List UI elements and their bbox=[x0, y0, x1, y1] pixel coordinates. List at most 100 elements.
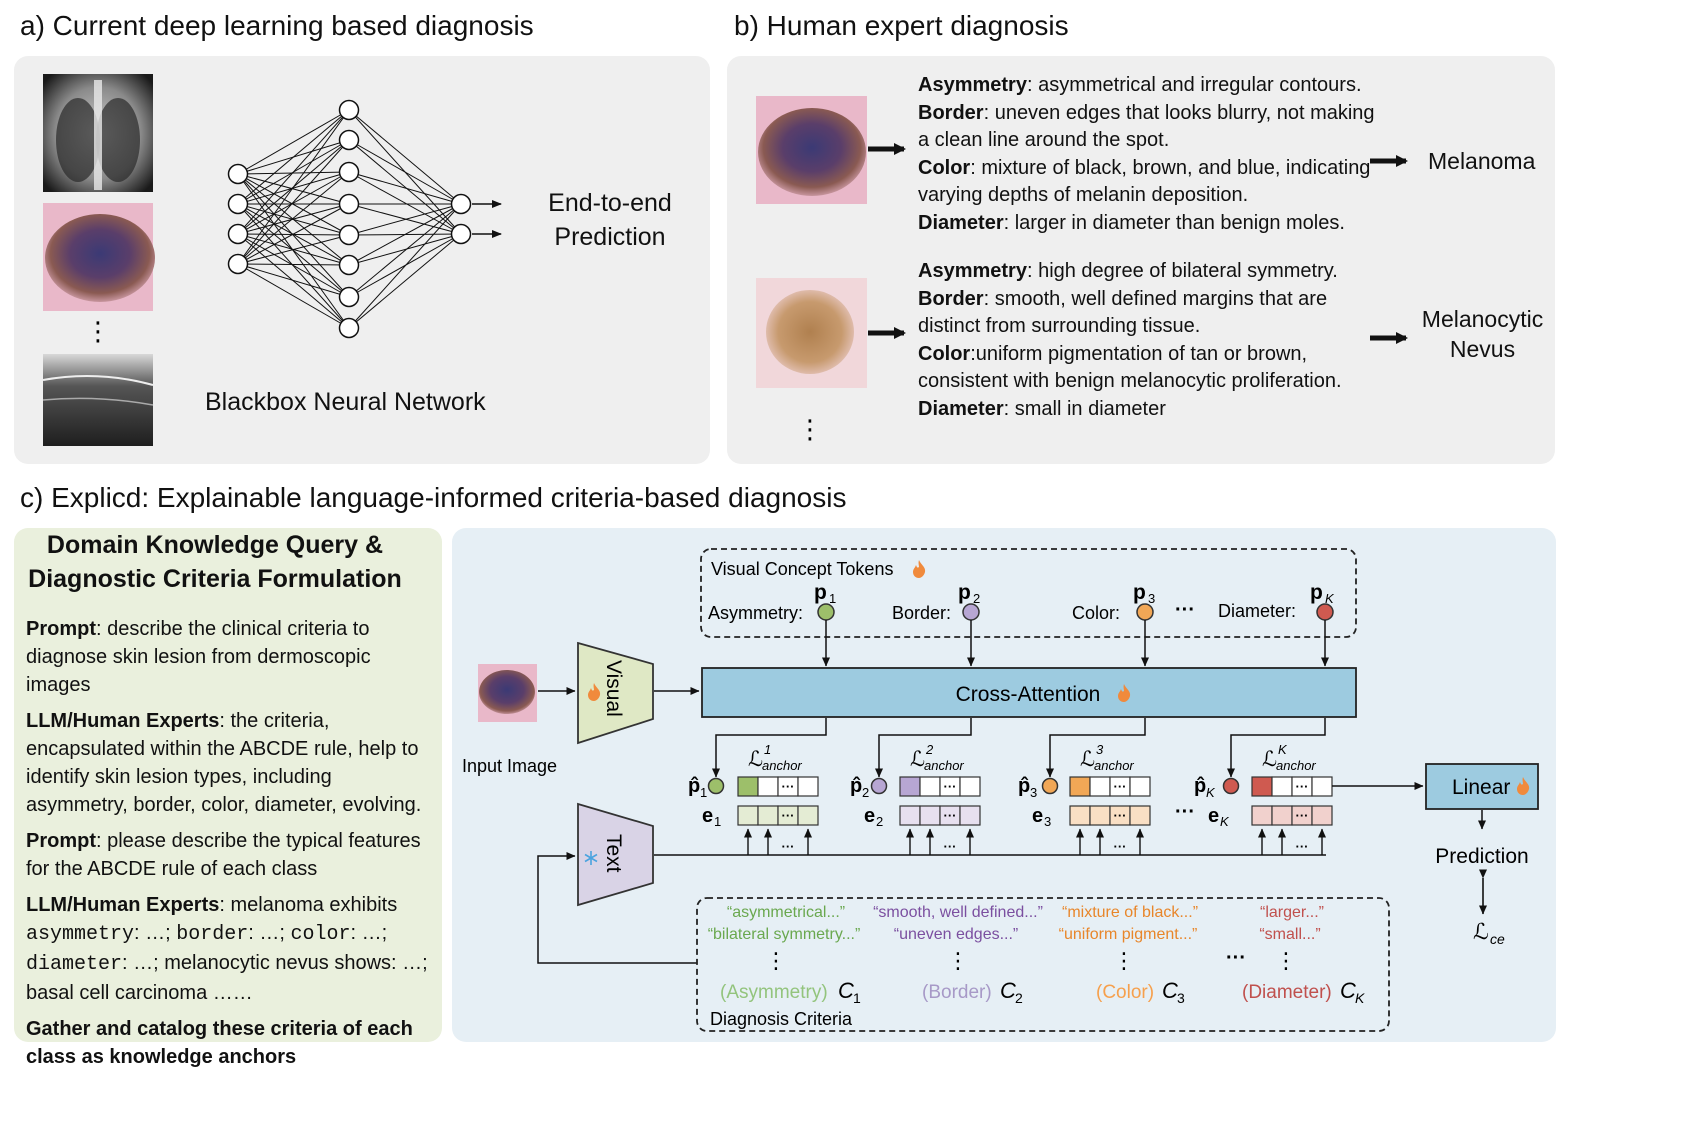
network-edge bbox=[348, 203, 462, 236]
network-edge bbox=[237, 203, 350, 298]
anchor-cell-dots: ··· bbox=[1296, 779, 1309, 794]
criteria-ellipsis-h: ··· bbox=[1226, 947, 1246, 969]
embedding-cell bbox=[1311, 805, 1333, 826]
input-image bbox=[478, 664, 537, 722]
anchor-cell bbox=[737, 776, 759, 797]
embedding-cell bbox=[1271, 805, 1293, 826]
anchor-cell-dots: ··· bbox=[782, 779, 795, 794]
network-edge bbox=[237, 263, 350, 266]
network-node bbox=[338, 224, 360, 246]
network-edge bbox=[237, 139, 350, 265]
network-edge bbox=[237, 233, 350, 298]
criteria-line: Diameter: larger in diameter than benign… bbox=[918, 211, 1345, 234]
svg-text:p: p bbox=[1133, 581, 1146, 604]
chest-xray-image bbox=[43, 74, 153, 192]
criteria-symbol-sub: 2 bbox=[1015, 990, 1023, 1006]
anchor-sub: anchor bbox=[762, 758, 802, 773]
network-edge bbox=[237, 171, 350, 175]
network-node bbox=[227, 253, 249, 275]
arrow-dots: ··· bbox=[1296, 839, 1309, 854]
embedding-cell bbox=[1129, 805, 1151, 826]
criteria-quote-2: “bilateral symmetry...” bbox=[708, 926, 861, 943]
text-encoder-label: Text bbox=[602, 834, 625, 873]
criteria-symbol-sub: 3 bbox=[1177, 990, 1185, 1006]
e-sub: 2 bbox=[876, 814, 883, 829]
criteria-ellipsis: ⋮ bbox=[765, 948, 787, 973]
network-edge bbox=[237, 171, 350, 235]
token-border: Border: p 2 bbox=[892, 581, 980, 623]
svg-text:ce: ce bbox=[1490, 931, 1505, 947]
embedding-cell bbox=[1089, 805, 1111, 826]
svg-text:Diameter:: Diameter: bbox=[1218, 601, 1296, 621]
section-b-title: b) Human expert diagnosis bbox=[734, 10, 1069, 41]
embedding-cell bbox=[1069, 805, 1091, 826]
criteria-quote-2: “uniform pigment...” bbox=[1059, 926, 1198, 943]
criteria-line: Color:uniform pigmentation of tan or bro… bbox=[918, 342, 1308, 365]
e-sub: K bbox=[1220, 814, 1230, 829]
network-edge bbox=[237, 109, 350, 205]
knowledge-query-text: Prompt: describe the clinical criteria t… bbox=[26, 615, 438, 1071]
linear-label: Linear bbox=[1452, 776, 1510, 799]
criteria-name: (Color) bbox=[1096, 982, 1154, 1003]
anchor-loss-label: ℒ bbox=[748, 748, 763, 771]
embedding-cell bbox=[899, 805, 921, 826]
melanoma-lesion-image bbox=[756, 96, 867, 204]
embedding-cell bbox=[797, 805, 819, 826]
criteria-line: Border: smooth, well defined margins tha… bbox=[918, 287, 1328, 310]
criteria-ellipsis: ⋮ bbox=[1113, 948, 1135, 973]
melanoma-label: Melanoma bbox=[1428, 148, 1536, 174]
svg-text:Asymmetry:: Asymmetry: bbox=[708, 603, 803, 623]
network-edge bbox=[237, 171, 350, 265]
svg-text:ℒ: ℒ bbox=[1473, 919, 1489, 944]
criteria-line: Color: mixture of black, brown, and blue… bbox=[918, 156, 1371, 179]
criteria-line: a clean line around the spot. bbox=[918, 129, 1170, 151]
p-hat-sub: 1 bbox=[700, 785, 707, 800]
skin-lesion-image bbox=[43, 203, 155, 311]
network-edge bbox=[348, 109, 462, 205]
anchor-cell bbox=[959, 776, 981, 797]
knowledge-query-panel bbox=[14, 528, 442, 1042]
p-hat-sub: 2 bbox=[862, 785, 869, 800]
criteria-symbol-sub: 1 bbox=[853, 990, 861, 1006]
expert-answer-2: LLM/Human Experts: melanoma exhibits asy… bbox=[26, 894, 428, 1004]
svg-text:p: p bbox=[958, 581, 971, 604]
network-edge bbox=[237, 173, 350, 205]
embedding-cell bbox=[737, 805, 759, 826]
embedding-cell-dots: ··· bbox=[1114, 808, 1127, 823]
token-asymmetry: Asymmetry: p 1 bbox=[708, 581, 836, 623]
network-node bbox=[450, 223, 472, 245]
p-hat-sub: K bbox=[1206, 785, 1216, 800]
anchor-sup: K bbox=[1278, 742, 1288, 757]
criteria-symbol: C bbox=[838, 978, 854, 1003]
criteria-quote-2: “uneven edges...” bbox=[894, 926, 1019, 943]
fire-icon bbox=[588, 683, 601, 701]
criteria-line: Asymmetry: asymmetrical and irregular co… bbox=[918, 74, 1362, 96]
criteria-line: Diameter: small in diameter bbox=[918, 397, 1166, 420]
criteria-name: (Diameter) bbox=[1242, 982, 1332, 1003]
expert-answer-1: LLM/Human Experts: the criteria, encapsu… bbox=[26, 710, 422, 816]
criteria-symbol: C bbox=[1162, 978, 1178, 1003]
criteria-quote-2: “small...” bbox=[1259, 926, 1320, 943]
e-label: e bbox=[1208, 805, 1219, 827]
end-to-end-prediction-label: End-to-end Prediction bbox=[548, 189, 672, 251]
prediction-label: Prediction bbox=[1435, 845, 1528, 868]
anchor-cell bbox=[919, 776, 941, 797]
gather-criteria-note: Gather and catalog these criteria of eac… bbox=[26, 1018, 413, 1068]
e-label: e bbox=[702, 805, 713, 827]
expert-ellipsis: ⋮ bbox=[797, 414, 823, 444]
criteria-line: consistent with benign melanocytic proli… bbox=[918, 370, 1342, 392]
e-label: e bbox=[864, 805, 875, 827]
anchor-cell bbox=[1129, 776, 1151, 797]
snowflake-icon bbox=[584, 851, 598, 865]
anchor-sup: 2 bbox=[925, 742, 934, 757]
criteria-quote-1: “asymmetrical...” bbox=[727, 904, 845, 921]
token-ellipsis: ··· bbox=[1175, 599, 1195, 621]
e-sub: 1 bbox=[714, 814, 721, 829]
network-node bbox=[450, 193, 472, 215]
network-node bbox=[338, 99, 360, 121]
criteria-quote-1: “smooth, well defined...” bbox=[873, 904, 1043, 921]
